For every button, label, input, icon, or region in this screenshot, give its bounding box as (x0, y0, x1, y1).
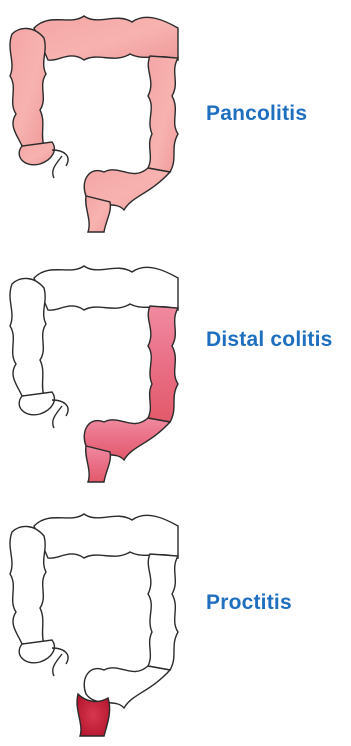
colon-pancolitis-illustration (0, 0, 200, 248)
panel-label: Distal colitis (206, 328, 333, 352)
distal-colitis-panel: Distal colitis (0, 250, 351, 498)
pancolitis-panel: Pancolitis (0, 0, 351, 248)
colon-proctitis-illustration (0, 498, 200, 746)
colon-distal-colitis-illustration (0, 250, 200, 498)
panel-label: Pancolitis (206, 102, 307, 126)
proctitis-panel: Proctitis (0, 498, 351, 746)
panel-label: Proctitis (206, 591, 292, 615)
